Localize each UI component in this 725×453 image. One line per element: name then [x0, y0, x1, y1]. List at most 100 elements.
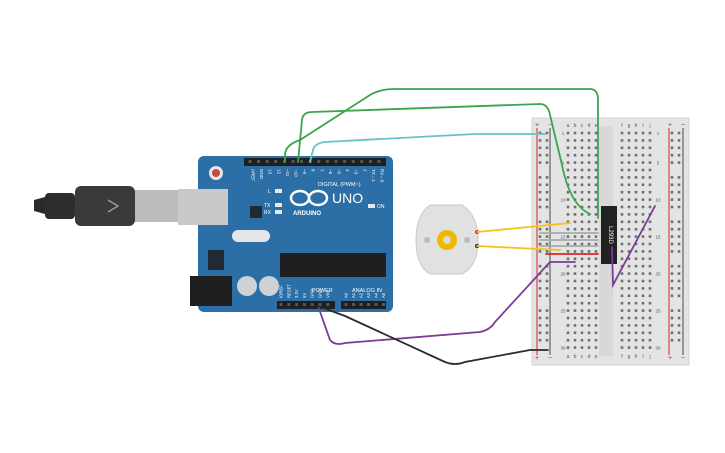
dc-motor [415, 204, 479, 275]
power-jack [190, 276, 232, 306]
digital-pin-label: 13 [268, 169, 273, 175]
row-label: 10 [655, 198, 661, 203]
analog-header [341, 301, 386, 309]
column-label: b [574, 354, 577, 360]
power-pin-label: 3.3V [294, 289, 299, 298]
rail-plus-label: + [535, 122, 539, 129]
rail-plus-label: + [668, 122, 672, 129]
analog-pin-label: A1 [351, 292, 356, 298]
digital-pin-label: ~11 [285, 169, 290, 177]
digital-pin-label: RX←0 [380, 169, 385, 183]
brand-text: ARDUINO [293, 211, 321, 217]
analog-pin-label: A3 [366, 292, 371, 298]
power-pin-label: GND [318, 289, 323, 298]
on-label: ON [377, 204, 385, 210]
row-label: 15 [655, 235, 661, 240]
digital-pin-label: 12 [276, 169, 281, 175]
power-label: POWER [312, 288, 333, 294]
row-label: 20 [655, 272, 661, 277]
row-label: 1 [657, 131, 660, 136]
row-label: 1 [562, 131, 565, 136]
wire-purple-right [611, 205, 656, 289]
analog-pin-label: A0 [344, 292, 349, 298]
l-label: L [268, 189, 271, 195]
rail-minus-label: − [681, 122, 685, 129]
rail-minus-label: − [548, 355, 552, 362]
analog-pin-label: A5 [381, 292, 386, 298]
digital-label: DIGITAL (PWM~) [318, 182, 361, 188]
column-label: h [635, 123, 638, 129]
column-label: j [648, 354, 650, 360]
column-label: d [588, 123, 591, 129]
column-label: f [621, 123, 623, 129]
column-label: c [581, 354, 584, 360]
rail-plus-label: + [668, 355, 672, 362]
rail-minus-label: − [548, 122, 552, 129]
column-label: e [595, 123, 598, 129]
column-label: g [628, 123, 631, 129]
arduino-logo-icon [289, 189, 329, 207]
row-label: 25 [655, 309, 661, 314]
digital-pin-label: ~9 [302, 169, 307, 175]
digital-pin-label: ~10 [294, 169, 299, 177]
power-header [277, 301, 335, 309]
row-label: 25 [560, 309, 566, 314]
power-pin-label: 5V [302, 293, 307, 298]
l293d-chip: L293D [601, 206, 617, 264]
column-label: h [635, 354, 638, 360]
digital-pin-label: AREF [251, 169, 256, 181]
atmega-chip [280, 253, 386, 277]
column-label: i [642, 354, 643, 360]
crystal [232, 230, 270, 242]
row-label: 30 [655, 346, 661, 351]
usb-cable [34, 186, 180, 226]
column-label: j [648, 123, 650, 129]
digital-pin-label: 4 [345, 169, 350, 172]
power-pin-label: VIN [325, 291, 330, 298]
wire-cyan [309, 133, 546, 163]
row-label: 15 [560, 235, 566, 240]
wire-black [317, 305, 549, 365]
chip-small [250, 206, 262, 218]
column-label: c [581, 123, 584, 129]
digital-pin-label: ~5 [337, 169, 342, 175]
digital-pin-label: TX→1 [371, 169, 376, 182]
wire-green-2 [297, 103, 591, 215]
column-label: e [595, 354, 598, 360]
row-label: 5 [562, 161, 565, 166]
digital-pin-label: ~3 [354, 169, 359, 175]
row-label: 20 [560, 272, 566, 277]
power-pin-label: GND [310, 289, 315, 298]
analog-pin-label: A2 [359, 292, 364, 298]
analog-label: ANALOG IN [352, 288, 382, 294]
row-label: 5 [657, 161, 660, 166]
usb-icon [107, 199, 120, 213]
column-label: a [567, 123, 570, 129]
digital-header [244, 158, 386, 166]
wires [284, 88, 656, 365]
power-pin-label: IOREF [279, 285, 284, 298]
capacitor-2 [259, 276, 279, 296]
wire-purple-motor [317, 261, 576, 345]
logo-word: UNO [332, 190, 363, 206]
rx-label: RX [264, 210, 272, 216]
digital-pin-label: GND [259, 169, 264, 180]
digital-pin-label: ~6 [328, 169, 333, 175]
power-pin-label: RESET [286, 284, 291, 298]
wire-yellow-1 [476, 222, 571, 233]
digital-pin-label: 2 [362, 169, 367, 172]
column-label: d [588, 354, 591, 360]
analog-pin-label: A4 [374, 292, 379, 298]
column-label: f [621, 354, 623, 360]
column-label: g [628, 354, 631, 360]
rail-plus-label: + [535, 355, 539, 362]
column-label: b [574, 123, 577, 129]
capacitor-1 [237, 276, 257, 296]
usb-jack [178, 189, 228, 225]
digital-pin-label: 8 [311, 169, 316, 172]
wire-yellow-2 [476, 245, 561, 251]
row-label: 10 [560, 198, 566, 203]
tx-label: TX [264, 203, 271, 209]
